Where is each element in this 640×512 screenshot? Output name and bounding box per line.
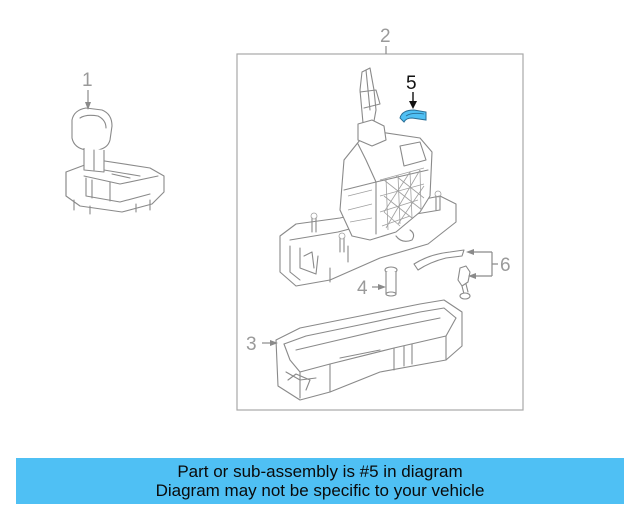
callout-6[interactable]: 6 — [500, 255, 511, 276]
leader-1 — [85, 90, 91, 110]
info-banner: Part or sub-assembly is #5 in diagram Di… — [16, 458, 624, 504]
banner-line-2: Diagram may not be specific to your vehi… — [155, 481, 485, 500]
callout-1[interactable]: 1 — [82, 70, 93, 91]
callout-2[interactable]: 2 — [380, 26, 391, 47]
part-5-clip[interactable] — [399, 109, 427, 123]
banner-line-1: Part or sub-assembly is #5 in diagram — [177, 462, 463, 481]
leader-3 — [262, 340, 278, 346]
leader-5 — [409, 92, 417, 109]
callout-5[interactable]: 5 — [406, 73, 417, 94]
shifter-assembly[interactable] — [279, 67, 457, 287]
callout-4[interactable]: 4 — [357, 278, 368, 299]
part-6-clip[interactable] — [413, 249, 471, 300]
leader-6 — [466, 249, 498, 279]
leader-4 — [372, 284, 386, 290]
assembly-frame-2 — [236, 53, 524, 411]
part-1-shifter-knob[interactable] — [65, 107, 165, 215]
callout-3[interactable]: 3 — [246, 334, 257, 355]
part-3-tray[interactable] — [275, 299, 463, 401]
part-4-pin[interactable] — [384, 266, 398, 297]
